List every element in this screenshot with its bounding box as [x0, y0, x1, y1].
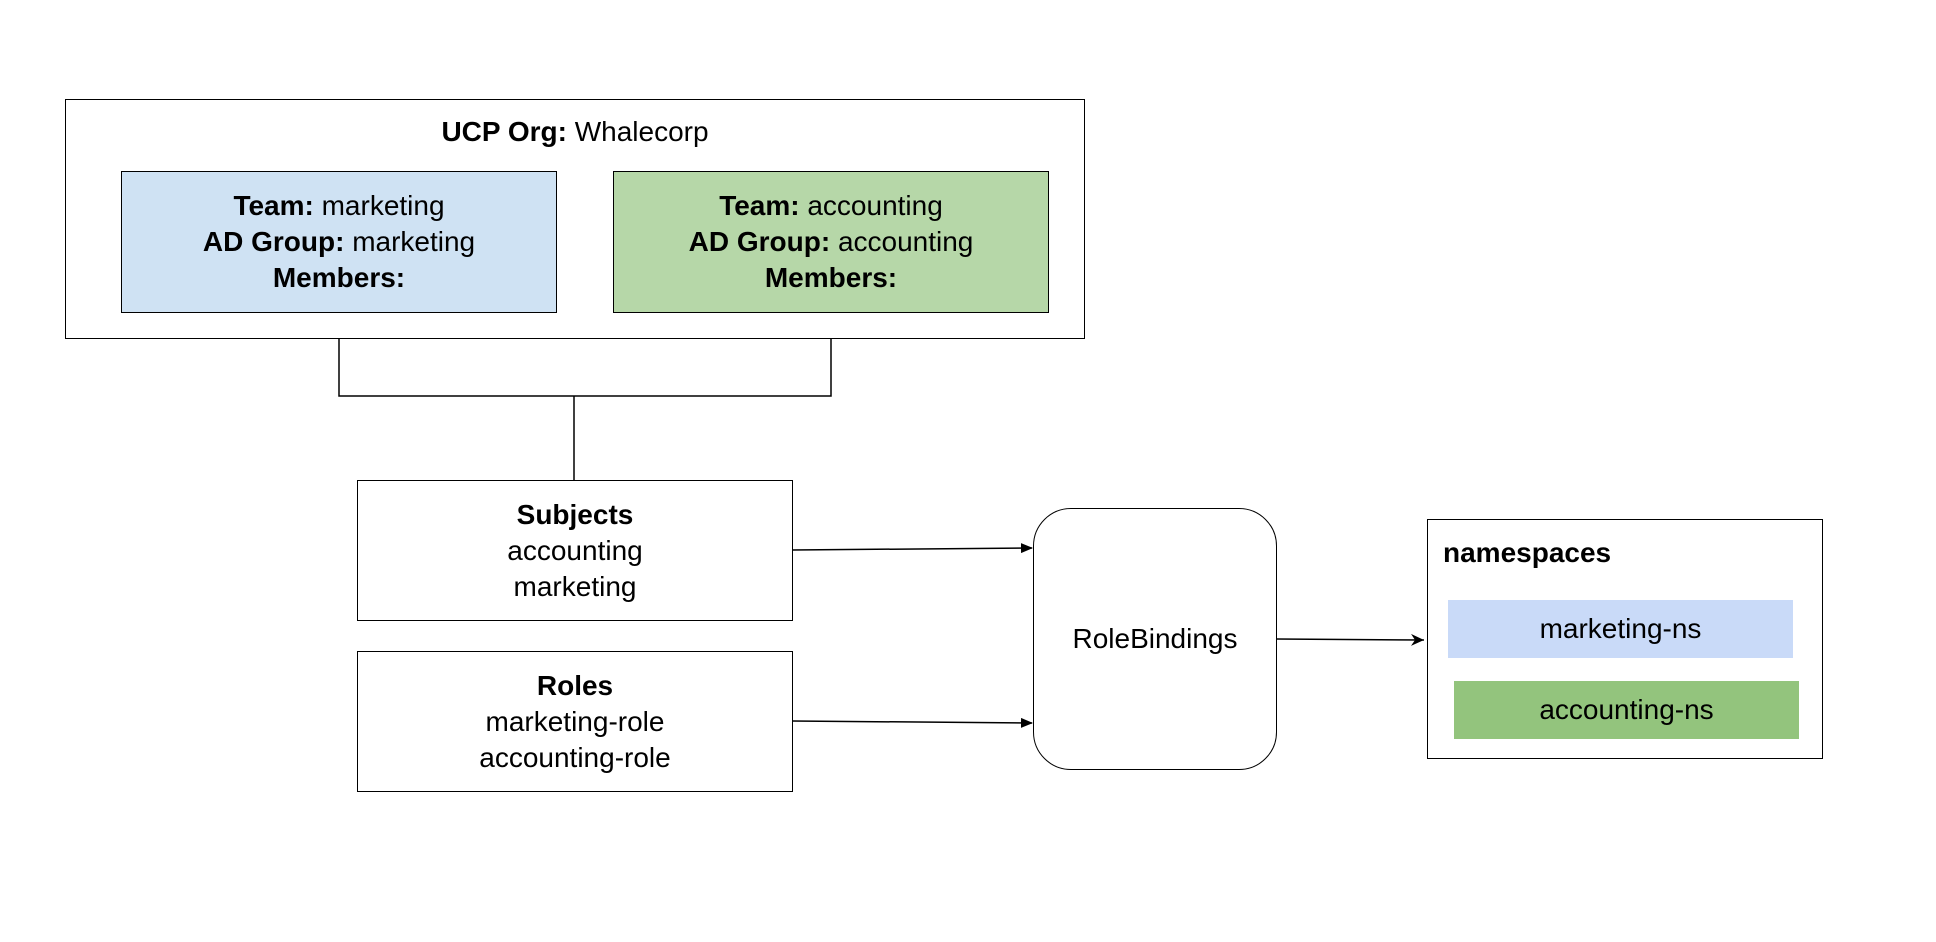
namespaces-box: namespaces marketing-ns accounting-ns [1427, 519, 1823, 759]
roles-box: Roles marketing-role accounting-role [357, 651, 793, 792]
subjects-item: accounting [507, 534, 643, 566]
team-accounting-ad-line: AD Group: accounting [688, 226, 974, 257]
rolebindings-box: RoleBindings [1033, 508, 1277, 770]
roles-item: accounting-role [479, 741, 671, 773]
org-title: UCP Org: Whalecorp [66, 114, 1084, 150]
team-marketing-team-line: Team: marketing [233, 190, 445, 221]
team-marketing-box: Team: marketing AD Group: marketing Memb… [121, 171, 557, 313]
namespace-marketing-ns: marketing-ns [1448, 600, 1793, 658]
subjects-title: Subjects [516, 498, 634, 530]
roles-to-rolebindings-arrow [791, 717, 1033, 728]
team-accounting-members-line: Members: [764, 262, 898, 293]
namespace-accounting-ns: accounting-ns [1454, 681, 1799, 739]
subjects-box: Subjects accounting marketing [357, 480, 793, 621]
team-marketing-ad-line: AD Group: marketing [202, 226, 476, 257]
roles-title: Roles [536, 669, 614, 701]
team-marketing-members-line: Members: [272, 262, 406, 293]
org-name: Whalecorp [574, 116, 709, 147]
team-accounting-team-line: Team: accounting [719, 190, 943, 221]
team-accounting-box: Team: accounting AD Group: accounting Me… [613, 171, 1049, 313]
subjects-to-rolebindings-arrow [791, 543, 1033, 554]
rolebindings-to-namespaces-arrow [1275, 633, 1425, 646]
team-join-bracket [338, 312, 832, 397]
rolebindings-label: RoleBindings [1072, 623, 1238, 654]
namespaces-title: namespaces [1443, 537, 1612, 568]
roles-item: marketing-role [485, 705, 665, 737]
subjects-item: marketing [513, 570, 637, 602]
org-label: UCP Org: [441, 116, 567, 147]
